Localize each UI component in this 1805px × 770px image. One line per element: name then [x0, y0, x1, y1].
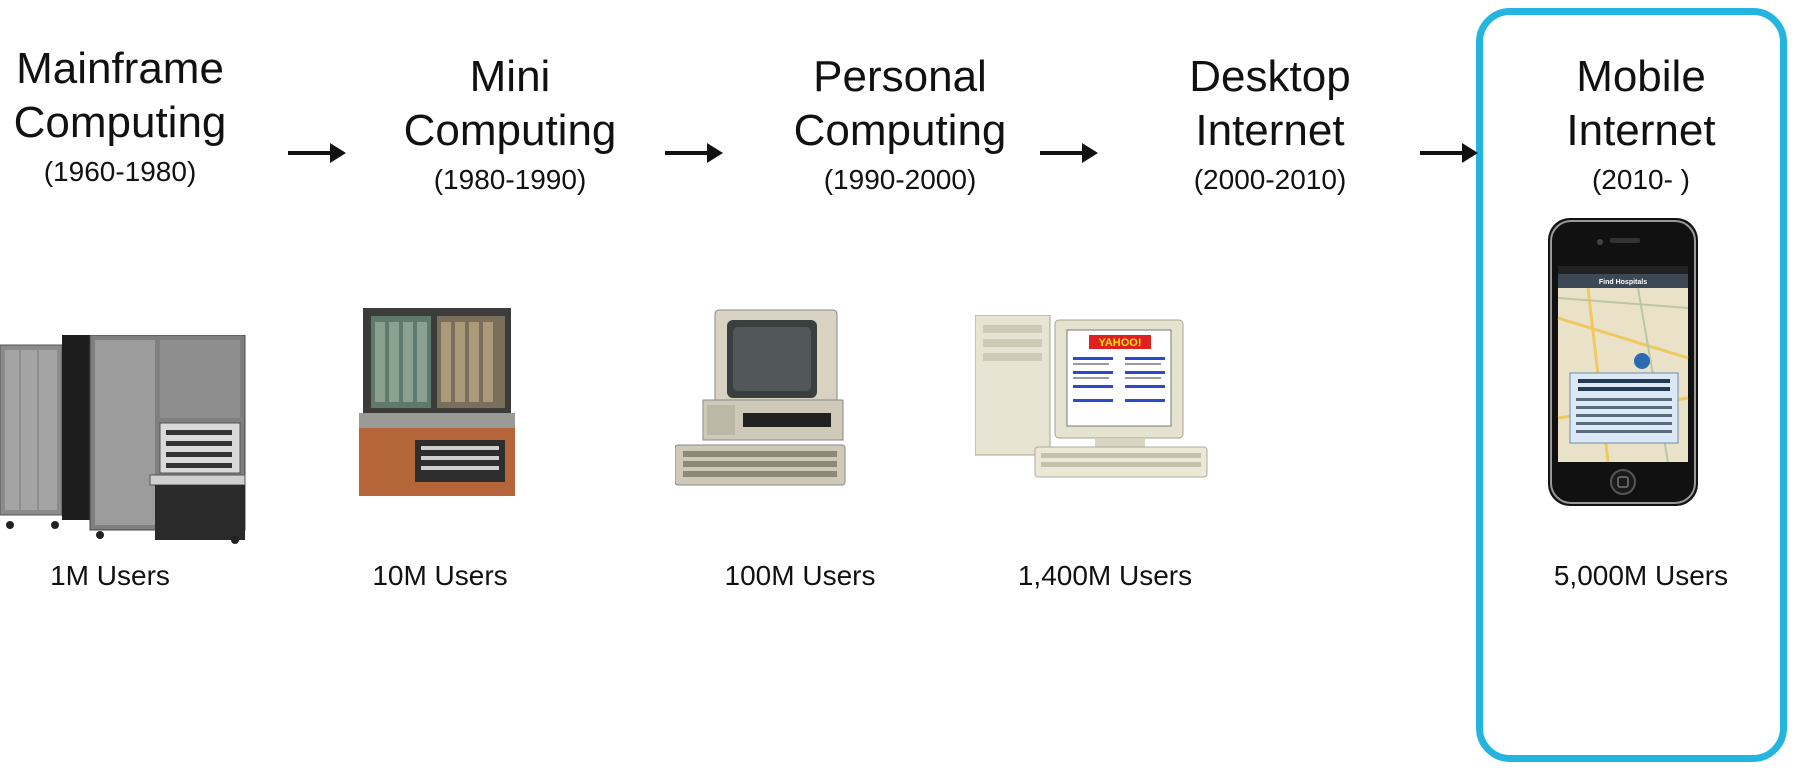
era-title-line2: Computing [793, 106, 1007, 155]
era-years: (1980-1990) [433, 164, 587, 195]
arrow-right-icon [665, 143, 723, 163]
users-count: 10M Users [372, 560, 508, 591]
era-title-line1: Desktop [1189, 52, 1351, 101]
era-years: (1990-2000) [823, 164, 977, 195]
era-title-line2: Computing [13, 98, 227, 147]
smartphone-icon: Find Hospitals [1548, 218, 1698, 506]
svg-text:Find Hospitals: Find Hospitals [1599, 279, 1647, 286]
era-title-line2: Computing [403, 106, 617, 155]
users-count: 1,400M Users [1017, 560, 1193, 591]
era-title-line2: Internet [1195, 106, 1345, 155]
era-mainframe: Mainframe Computing (1960-1980) [0, 42, 240, 190]
arrow-right-icon [1420, 143, 1478, 163]
era-mini: Mini Computing (1980-1990) [390, 50, 630, 198]
era-mobile-internet: Mobile Internet (2010- ) [1521, 50, 1761, 198]
era-years: (1960-1980) [43, 156, 197, 187]
era-desktop-internet: Desktop Internet (2000-2010) [1150, 50, 1390, 198]
arrow-right-icon [1040, 143, 1098, 163]
era-title-line1: Mainframe [16, 44, 224, 93]
arrow-right-icon [288, 143, 346, 163]
mobile-era-highlight-box [1476, 8, 1787, 762]
era-years: (2010- ) [1591, 164, 1691, 195]
era-title-line1: Mini [469, 52, 551, 101]
era-years: (2000-2010) [1193, 164, 1347, 195]
desktop-internet-computer-icon: YAHOO! [975, 315, 1208, 478]
minicomputer-icon [355, 300, 519, 496]
users-count: 1M Users [50, 560, 170, 591]
mainframe-computer-icon [0, 335, 246, 544]
era-title-line1: Personal [813, 52, 987, 101]
personal-computer-icon [675, 309, 846, 486]
users-count: 5,000M Users [1553, 560, 1729, 591]
svg-text:YAHOO!: YAHOO! [1099, 337, 1142, 349]
era-title-line2: Internet [1566, 106, 1716, 155]
era-personal: Personal Computing (1990-2000) [760, 50, 1040, 198]
era-title-line1: Mobile [1576, 52, 1706, 101]
users-count: 100M Users [724, 560, 876, 591]
